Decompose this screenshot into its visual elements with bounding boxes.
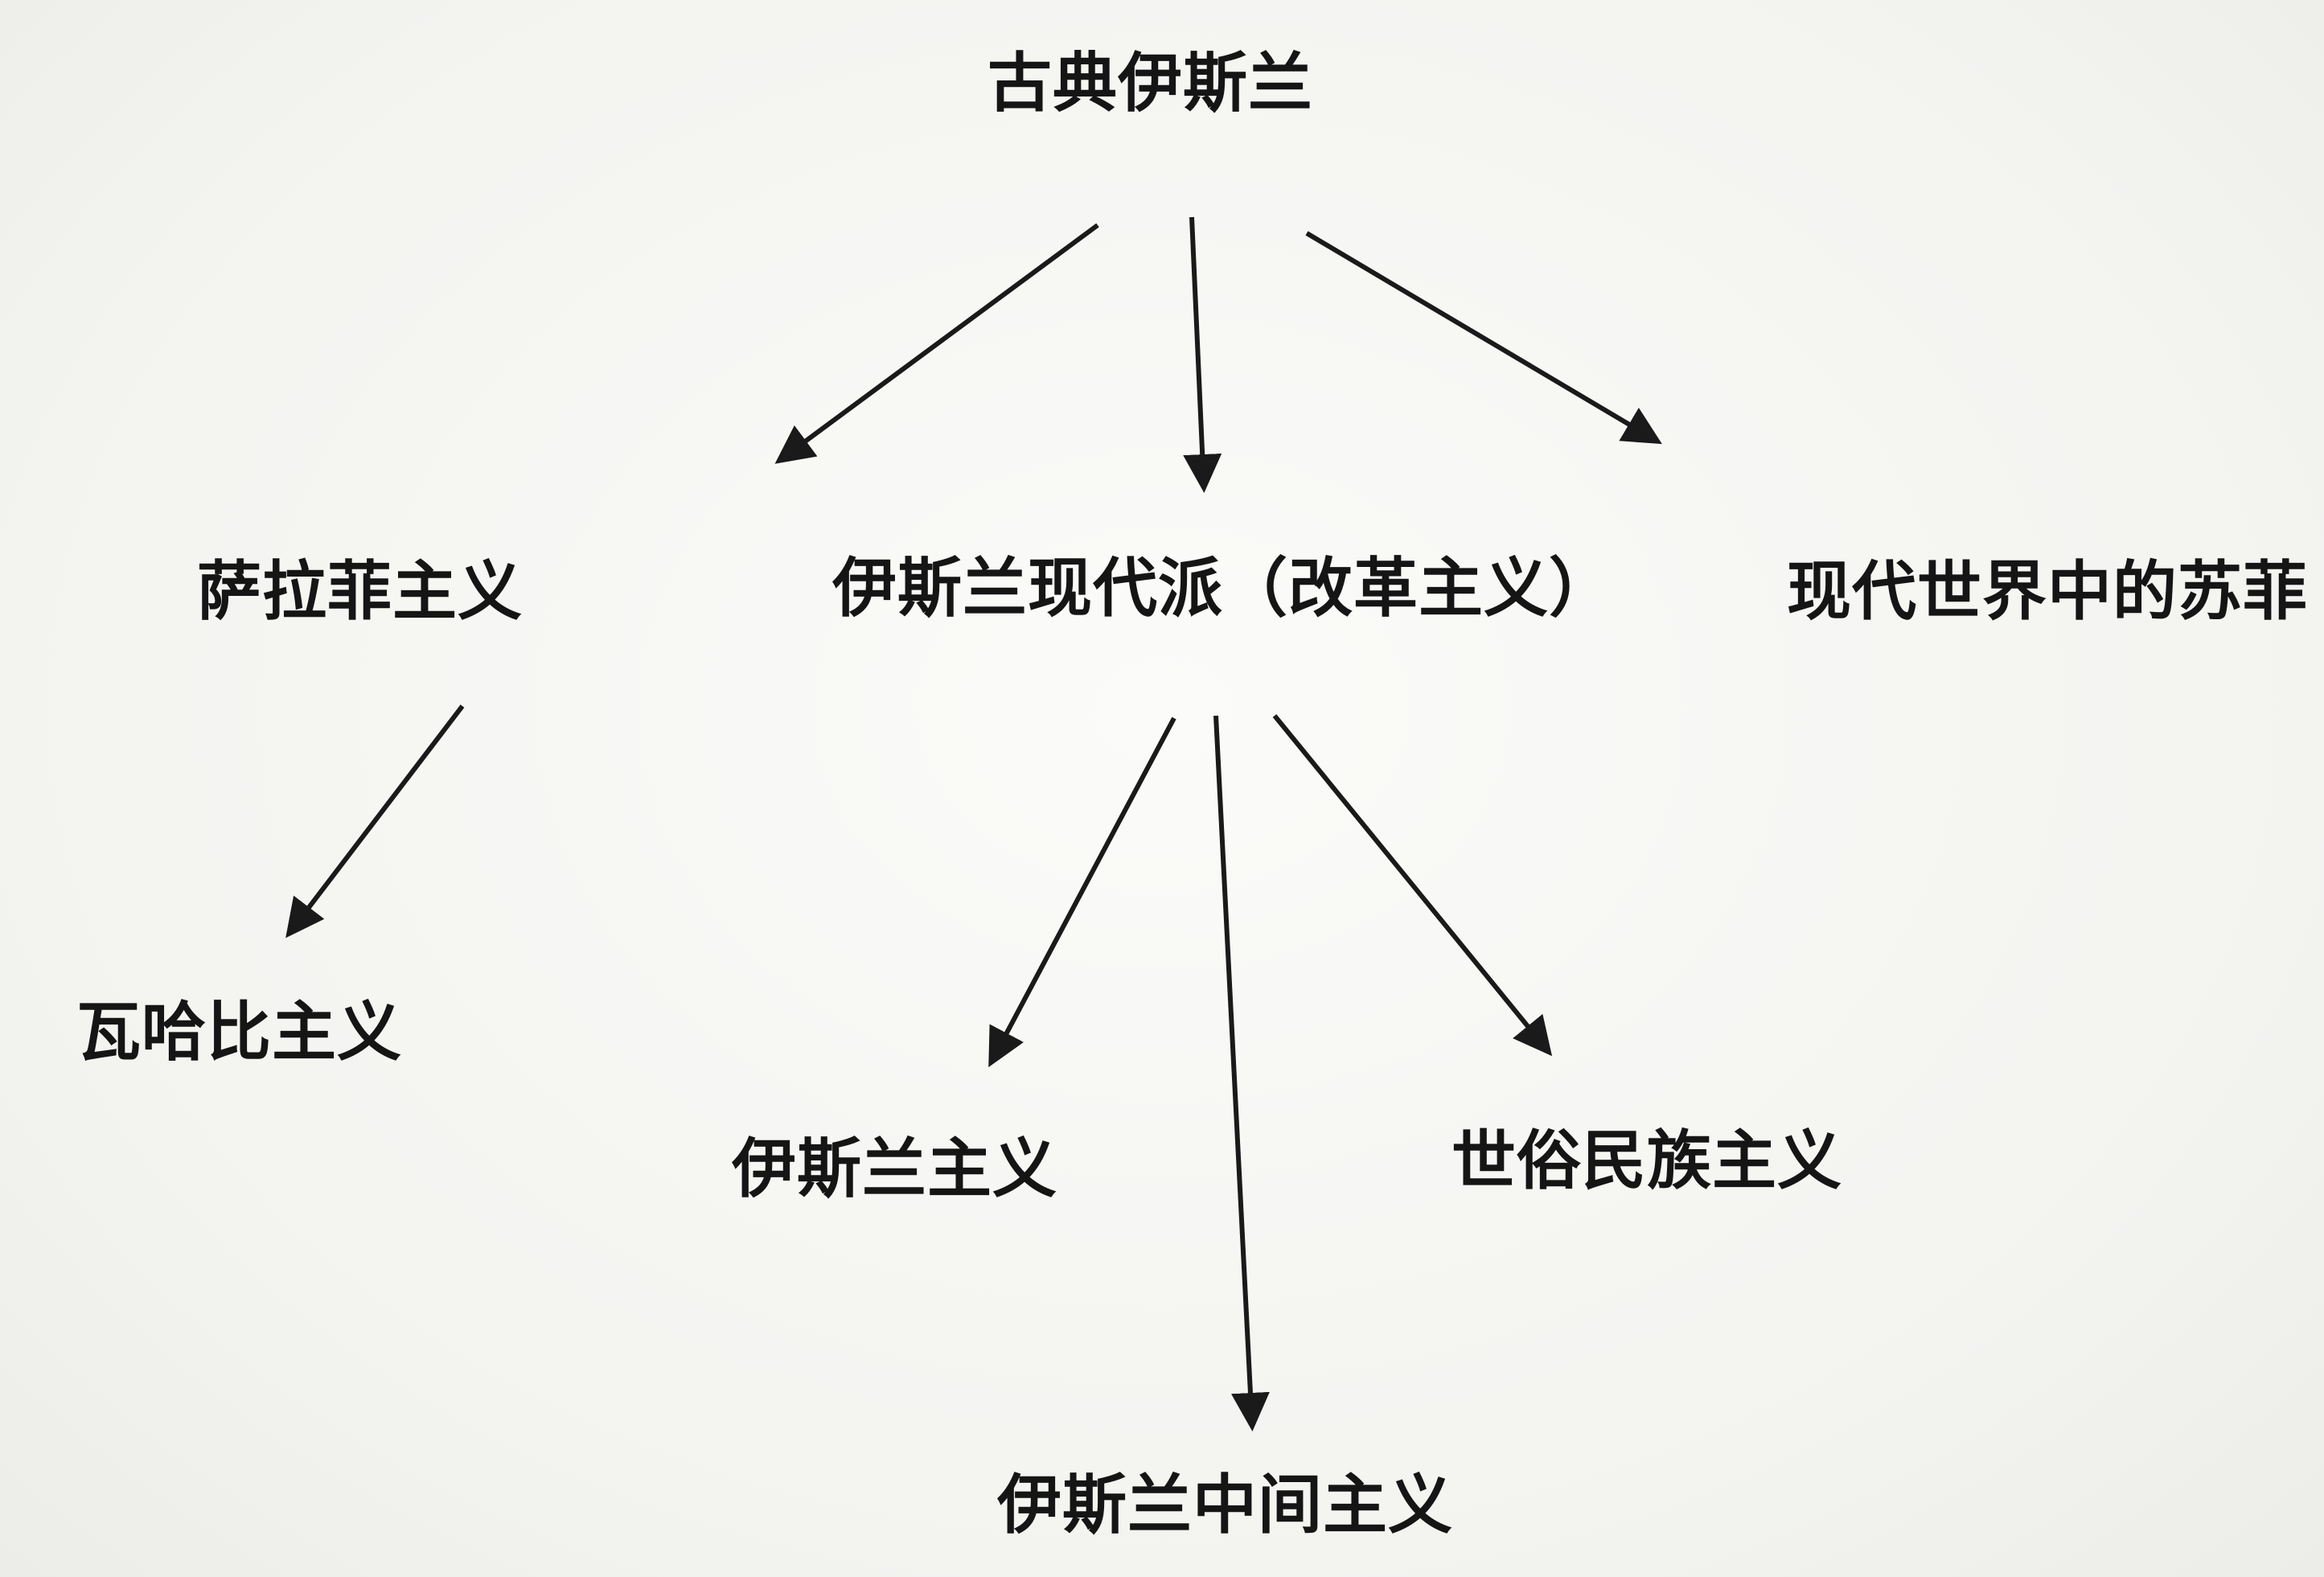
node-islamic-centrism: 伊斯兰中间主义 (997, 1468, 1453, 1542)
node-wahhabism: 瓦哈比主义 (76, 995, 402, 1070)
arrow-root-to-salafism (774, 223, 1099, 464)
node-salafism: 萨拉菲主义 (197, 554, 523, 629)
node-secular-nationalism: 世俗民族主义 (1451, 1123, 1842, 1198)
arrow-root-to-modernism (1183, 216, 1222, 493)
node-islamic-modernism: 伊斯兰现代派（改革主义） (832, 551, 1614, 626)
arrow-modernism-to-centrism (1213, 715, 1270, 1431)
arrow-root-to-sufism (1305, 231, 1662, 445)
node-sufism-modern-world: 现代世界中的苏菲 (1787, 554, 2308, 629)
node-classical-islam: 古典伊斯兰 (987, 46, 1313, 121)
arrow-modernism-to-secular-nationalism (1272, 714, 1553, 1057)
node-islamism: 伊斯兰主义 (732, 1131, 1057, 1206)
arrow-salafism-to-wahhabism (285, 704, 465, 938)
arrow-modernism-to-islamism (988, 717, 1176, 1068)
